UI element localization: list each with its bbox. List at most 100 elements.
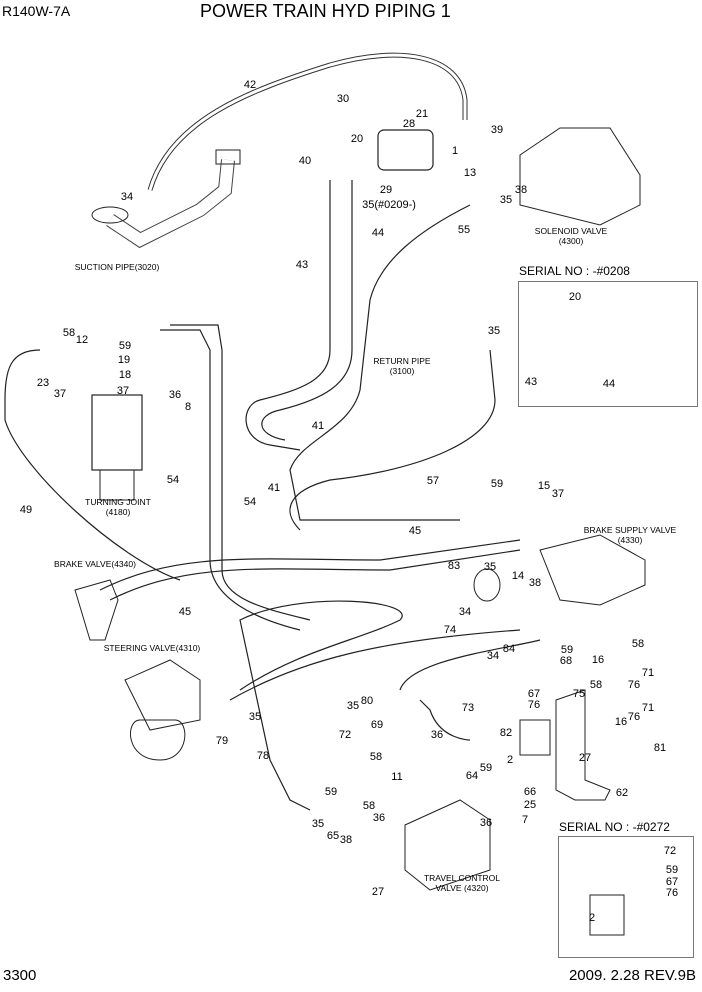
callout-number: 62 — [615, 787, 629, 799]
inset-callout: 72 — [663, 845, 677, 857]
model-name: R140W-7A — [2, 3, 71, 19]
brake-valve — [74, 579, 119, 641]
accumulator-83 — [473, 568, 501, 602]
callout-number: 15 — [537, 480, 551, 492]
callout-number: 27 — [371, 886, 385, 898]
callout-number: 16 — [591, 654, 605, 666]
hose-49 — [4, 349, 181, 581]
hose-54 — [160, 329, 301, 631]
callout-number: 59 — [490, 478, 504, 490]
callout-number: 40 — [298, 155, 312, 167]
callout-number: 76 — [627, 679, 641, 691]
caption-line: VALVE (4320) — [435, 883, 489, 893]
serial-title-0208: SERIAL NO : -#0208 — [519, 264, 630, 278]
callout-number: 81 — [653, 742, 667, 754]
hose-43 — [245, 180, 331, 451]
callout-number: 36 — [479, 817, 493, 829]
callout-number: 37 — [53, 388, 67, 400]
callout-number: 41 — [311, 420, 325, 432]
callout-number: 1 — [451, 145, 459, 157]
callout-number: 67 — [527, 688, 541, 700]
caption-line: (3100) — [389, 366, 415, 376]
callout-number: 37 — [551, 488, 565, 500]
callout-number: 54 — [243, 496, 257, 508]
block-2 — [519, 719, 551, 756]
callout-number: 44 — [371, 227, 385, 239]
callout-number: 38 — [528, 577, 542, 589]
callout-number: 59 — [118, 340, 132, 352]
callout-number: 20 — [350, 133, 364, 145]
callout-number: 83 — [447, 560, 461, 572]
callout-number: 35 — [487, 325, 501, 337]
bracket-62 — [555, 689, 611, 801]
page-number: 3300 — [3, 967, 37, 984]
callout-number: 13 — [463, 167, 477, 179]
callout-number: 58 — [631, 638, 645, 650]
callout-number: 68 — [559, 655, 573, 667]
callout-number: 8 — [184, 401, 192, 413]
caption-steering-valve: STEERING VALVE(4310) — [103, 643, 201, 653]
callout-number: 80 — [360, 695, 374, 707]
callout-number: 36 — [430, 729, 444, 741]
callout-number: 36 — [168, 389, 182, 401]
callout-number: 59 — [324, 786, 338, 798]
serial-inset-0272 — [558, 836, 694, 958]
callout-number: 43 — [295, 259, 309, 271]
turning-joint — [91, 394, 143, 471]
callout-number: 64 — [465, 770, 479, 782]
callout-number: 65 — [326, 830, 340, 842]
solenoid-valve — [519, 127, 641, 226]
callout-number: 45 — [178, 606, 192, 618]
callout-number: 14 — [511, 570, 525, 582]
steering-valve — [129, 719, 186, 761]
callout-number: 34 — [120, 191, 134, 203]
callout-number: 35 — [483, 561, 497, 573]
date-revision: 2009. 2.28 REV.9B — [568, 967, 696, 984]
callout-number: 58 — [62, 327, 76, 339]
callout-number: 69 — [370, 719, 384, 731]
callout-number: 58 — [589, 679, 603, 691]
callout-number: 74 — [443, 624, 457, 636]
inset-callout: 67 — [665, 876, 679, 888]
caption-line: SOLENOID VALVE — [534, 226, 608, 236]
caption-line: RETURN PIPE — [373, 356, 431, 366]
callout-number: 35 — [499, 194, 513, 206]
caption-brake-supply-valve: BRAKE SUPPLY VALVE(4330) — [584, 525, 676, 545]
caption-line: BRAKE SUPPLY VALVE — [583, 525, 677, 535]
callout-number: 55 — [457, 224, 471, 236]
callout-number: 30 — [336, 93, 350, 105]
callout-number: 78 — [256, 750, 270, 762]
callout-number: 35(#0209-) — [362, 199, 416, 211]
callout-number: 73 — [461, 702, 475, 714]
callout-number: 7 — [521, 814, 529, 826]
caption-return-pipe: RETURN PIPE(3100) — [373, 356, 430, 376]
callout-number: 11 — [391, 771, 403, 783]
callout-number: 45 — [408, 525, 422, 537]
callout-number: 35 — [248, 711, 262, 723]
callout-number: 49 — [19, 504, 33, 516]
inset-callout: 2 — [588, 912, 596, 924]
callout-number: 84 — [502, 643, 516, 655]
caption-line: TURNING JOINT — [85, 497, 151, 507]
callout-number: 75 — [572, 688, 586, 700]
hose-bundle — [99, 539, 521, 591]
callout-number: 18 — [118, 369, 132, 381]
brake-supply-valve — [539, 534, 646, 606]
hose-57 — [289, 349, 496, 531]
callout-number: 25 — [523, 799, 537, 811]
hose-44 — [261, 180, 353, 441]
travel-control-valve — [404, 799, 491, 891]
callout-number: 19 — [117, 354, 131, 366]
callout-number: 38 — [339, 834, 353, 846]
callout-number: 38 — [514, 184, 528, 196]
callout-number: 82 — [499, 727, 513, 739]
callout-number: 35 — [311, 818, 325, 830]
callout-number: 59 — [560, 644, 574, 656]
callout-number: 54 — [166, 474, 180, 486]
inset-callout: 20 — [568, 291, 582, 303]
callout-number: 58 — [362, 800, 376, 812]
callout-number: 21 — [415, 108, 429, 120]
inset-callout: 43 — [524, 376, 538, 388]
